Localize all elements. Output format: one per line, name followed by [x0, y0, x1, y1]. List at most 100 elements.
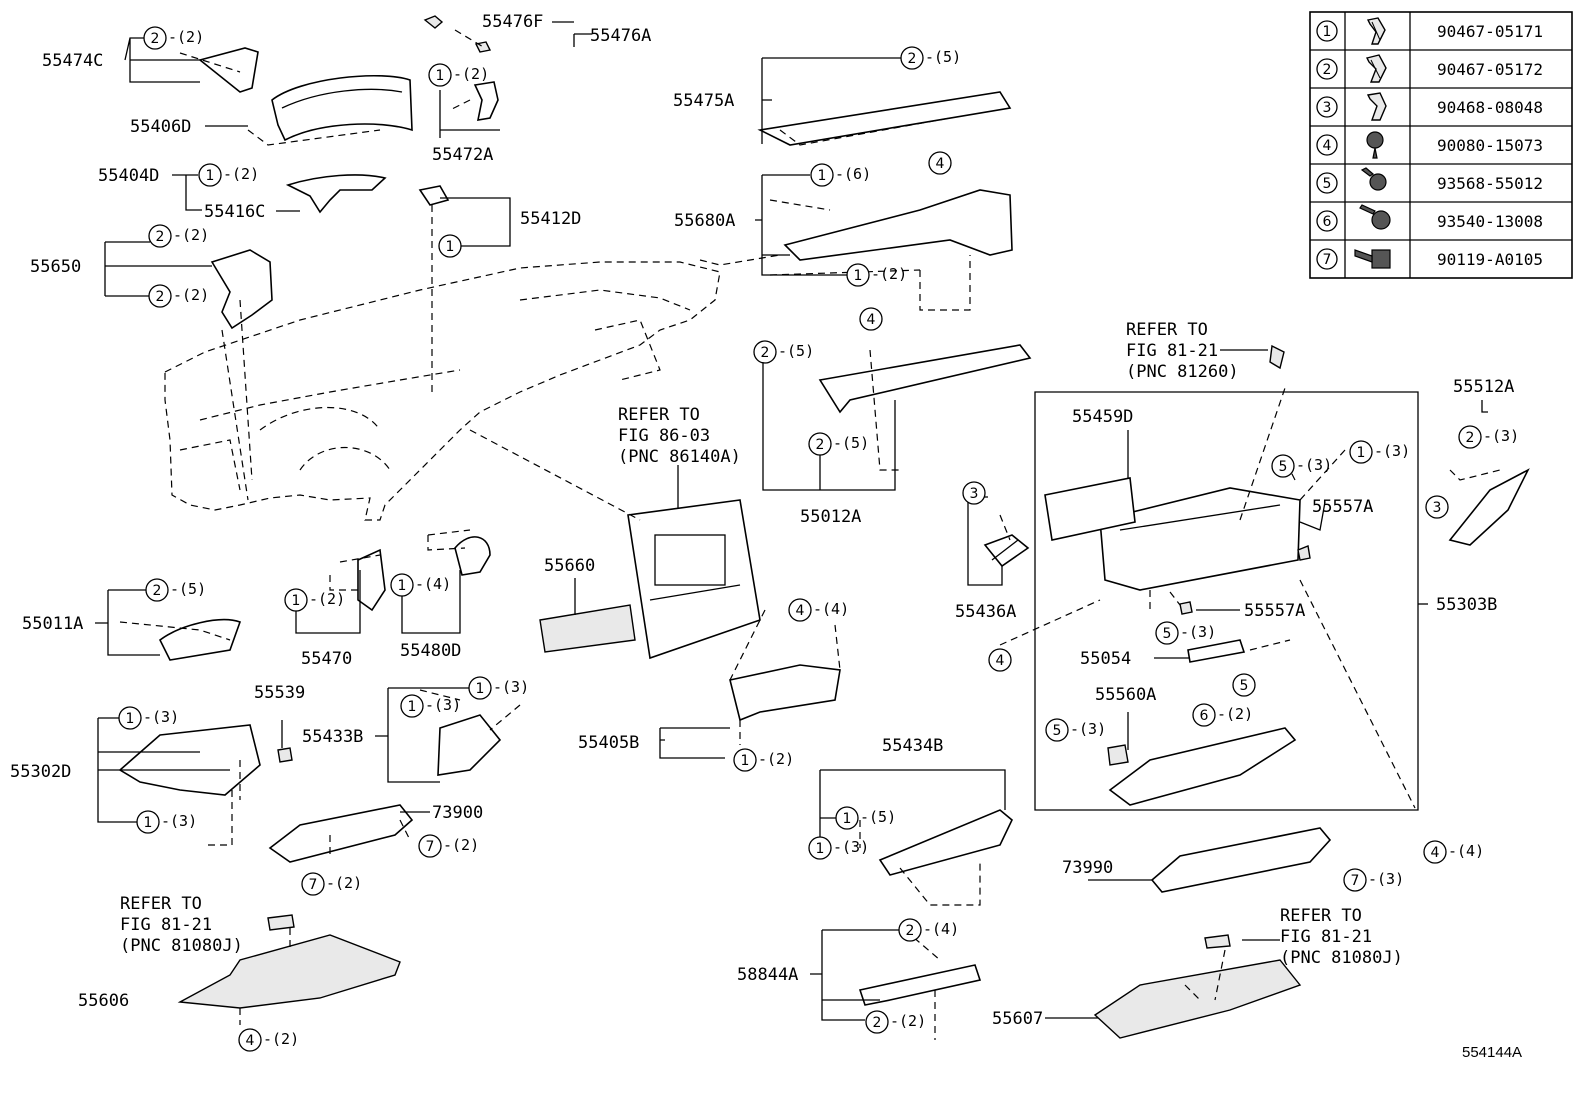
svg-text:FIG 81-21: FIG 81-21 [120, 915, 212, 935]
switch-base-drawing [454, 536, 491, 576]
svg-text:-(2): -(2) [1217, 705, 1253, 723]
legend-part-number: 90468-08048 [1437, 98, 1543, 117]
fastener-callout: 1-(6) [810, 163, 871, 187]
connector-drawing [267, 914, 295, 931]
legend-row: 6 93540-13008 [1316, 204, 1543, 232]
svg-text:1: 1 [446, 239, 455, 255]
fastener-callout: 1 [438, 234, 462, 258]
cluster-hood-drawing [285, 174, 387, 214]
fastener-callout: 1-(5) [835, 806, 896, 830]
svg-text:-(3): -(3) [833, 838, 869, 856]
svg-text:-(5): -(5) [170, 580, 206, 598]
svg-text:1: 1 [741, 753, 750, 769]
part-label: 55416C [204, 202, 265, 222]
legend-part-number: 90119-A0105 [1437, 250, 1543, 269]
svg-text:2: 2 [151, 31, 160, 47]
svg-text:-(2): -(2) [758, 750, 794, 768]
legend-number: 5 [1323, 176, 1332, 192]
svg-text:3: 3 [970, 486, 979, 502]
part-label: 55302D [10, 762, 71, 782]
clip-icon [1366, 92, 1387, 121]
svg-text:2: 2 [153, 583, 162, 599]
fastener-callout: 7-(3) [1343, 868, 1404, 892]
part-label: 55303B [1436, 595, 1497, 615]
legend-number: 3 [1323, 100, 1332, 116]
svg-text:4: 4 [246, 1033, 255, 1049]
screw-icon [1360, 167, 1387, 191]
svg-text:4: 4 [936, 156, 945, 172]
svg-text:2: 2 [156, 229, 165, 245]
fastener-callout: 6-(2) [1192, 703, 1253, 727]
svg-text:2: 2 [816, 437, 825, 453]
svg-text:-(4): -(4) [415, 575, 451, 593]
svg-text:7: 7 [1351, 873, 1360, 889]
svg-text:-(3): -(3) [425, 696, 461, 714]
part-label: 55474C [42, 51, 103, 71]
undercover-right-drawing [1093, 959, 1302, 1039]
part-label: 55459D [1072, 407, 1133, 427]
knee-panel-drawing [158, 618, 242, 661]
svg-text:-(2): -(2) [223, 165, 259, 183]
switch-bezel-drawing [357, 548, 386, 612]
bolt-icon [1354, 249, 1391, 269]
part-label: 55476F [482, 12, 543, 32]
screw-icon [1359, 204, 1391, 230]
refer-note: REFER TO FIG 81-21 (PNC 81080J) [1280, 906, 1403, 968]
upper-pad-drawing [757, 91, 1012, 146]
refer-note: REFER TO FIG 81-21 (PNC 81080J) [120, 894, 243, 956]
part-label: 55406D [130, 117, 191, 137]
svg-text:(PNC 81260): (PNC 81260) [1126, 362, 1239, 382]
legend-row: 4 90080-15073 [1316, 131, 1543, 159]
svg-text:-(3): -(3) [1070, 720, 1106, 738]
fastener-callout: 1-(3) [136, 810, 197, 834]
fastener-callout: 1 -(2) [428, 63, 489, 87]
svg-text:REFER TO: REFER TO [1126, 320, 1208, 340]
fastener-callout: 7-(2) [418, 834, 479, 858]
fastener-callout: 2-(3) [1458, 425, 1519, 449]
svg-text:-(3): -(3) [1180, 623, 1216, 641]
svg-text:-(5): -(5) [833, 434, 869, 452]
svg-text:2: 2 [1466, 430, 1475, 446]
svg-text:5: 5 [1240, 678, 1249, 694]
bumper-drawing [1179, 601, 1193, 615]
fastener-callout: 4 [988, 648, 1012, 672]
part-labels: 55474C 55476F 55476A 55406D 55404D 55416… [10, 12, 1522, 1061]
svg-text:-(5): -(5) [925, 48, 961, 66]
svg-text:4: 4 [867, 312, 876, 328]
fastener-callout: 4-(4) [1423, 840, 1484, 864]
part-label: 55650 [30, 257, 81, 277]
part-label: 55607 [992, 1009, 1043, 1029]
fastener-callout: 2-(2) [148, 284, 209, 308]
part-label: 55404D [98, 166, 159, 186]
svg-text:1: 1 [436, 68, 445, 84]
instrument-panel-drawing [164, 261, 721, 521]
connector-drawing [1269, 344, 1285, 370]
fastener-callout: 1 -(4) [390, 573, 451, 597]
svg-text:-(2): -(2) [453, 65, 489, 83]
part-label: 55606 [78, 991, 129, 1011]
fastener-callout: 3 [962, 481, 986, 505]
fastener-callout: 4 [928, 151, 952, 175]
svg-text:1: 1 [398, 578, 407, 594]
svg-text:7: 7 [426, 839, 435, 855]
svg-text:-(3): -(3) [1374, 442, 1410, 460]
part-label: 55557A [1244, 601, 1305, 621]
svg-text:-(3): -(3) [1296, 456, 1332, 474]
bracket-drawing [473, 81, 499, 121]
side-trim-drawing [198, 47, 259, 93]
part-label: 58844A [737, 965, 798, 985]
svg-text:5: 5 [1279, 459, 1288, 475]
fastener-callout: 1-(2) [198, 163, 259, 187]
svg-text:1: 1 [126, 711, 135, 727]
svg-text:7: 7 [309, 877, 318, 893]
legend-part-number: 93540-13008 [1437, 212, 1543, 231]
fastener-callout: 7-(2) [301, 872, 362, 896]
clip-icon [1365, 54, 1387, 83]
svg-text:4: 4 [996, 653, 1005, 669]
svg-text:1: 1 [292, 593, 301, 609]
svg-text:-(4): -(4) [813, 600, 849, 618]
part-label: 55476A [590, 26, 651, 46]
legend-number: 1 [1323, 24, 1332, 40]
fastener-callout: 1-(3) [1349, 440, 1410, 464]
part-label: 55012A [800, 507, 861, 527]
